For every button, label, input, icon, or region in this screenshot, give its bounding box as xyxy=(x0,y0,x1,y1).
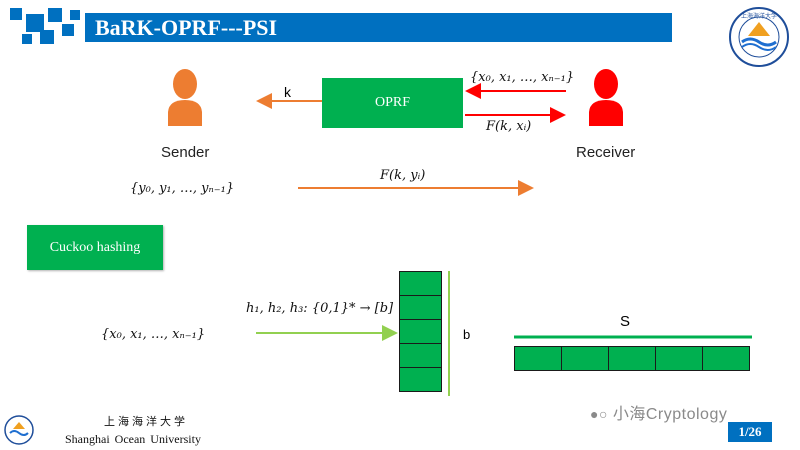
stash-cell xyxy=(655,346,702,371)
stash-cell xyxy=(561,346,608,371)
footer-logo xyxy=(4,415,34,445)
footer-university-cn: 上海海洋大学 xyxy=(104,415,188,428)
watermark: ●○ 小海Cryptology xyxy=(590,400,727,424)
sender-input-set: {y₀, y₁, …, yₙ₋₁} xyxy=(130,181,235,196)
cuckoo-hashing-box: Cuckoo hashing xyxy=(27,225,163,270)
table-size-label: b xyxy=(463,327,471,342)
table-cell xyxy=(399,271,442,295)
hash-functions: h₁, h₂, h₃: {0,1}* → [b] xyxy=(246,301,394,316)
table-cell xyxy=(399,319,442,343)
page-number: 1/26 xyxy=(728,422,772,442)
stash-row xyxy=(514,346,752,371)
watermark-text: 小海Cryptology xyxy=(612,406,728,423)
oprf-box: OPRF xyxy=(322,78,463,128)
stash-cell xyxy=(702,346,750,371)
footer-university-en: Shanghai Ocean University xyxy=(65,432,201,446)
receiver-input-set: {x₀, x₁, …, xₙ₋₁} xyxy=(470,70,575,85)
table-cell xyxy=(399,367,442,392)
stash-cell xyxy=(608,346,655,371)
stash-cell xyxy=(514,346,561,371)
receiver-label: Receiver xyxy=(576,144,636,161)
stash-label: S xyxy=(620,313,631,330)
wechat-icon: ●○ xyxy=(590,406,608,422)
sender-person-icon xyxy=(168,69,202,126)
table-cell xyxy=(399,343,442,367)
svg-text:上海海洋大学: 上海海洋大学 xyxy=(741,12,777,20)
oprf-output: F(k, xᵢ) xyxy=(486,119,532,134)
key-label: k xyxy=(284,84,291,100)
title-bar xyxy=(85,13,672,42)
sender-message: F(k, yᵢ) xyxy=(380,168,426,183)
slide-title: BaRK-OPRF---PSI xyxy=(95,15,278,40)
sender-label: Sender xyxy=(161,144,210,161)
cuckoo-input-set: {x₀, x₁, …, xₙ₋₁} xyxy=(101,327,206,342)
receiver-person-icon xyxy=(589,69,623,126)
university-logo: 上海海洋大学 xyxy=(729,7,789,67)
table-cell xyxy=(399,295,442,319)
cuckoo-table xyxy=(399,271,442,396)
